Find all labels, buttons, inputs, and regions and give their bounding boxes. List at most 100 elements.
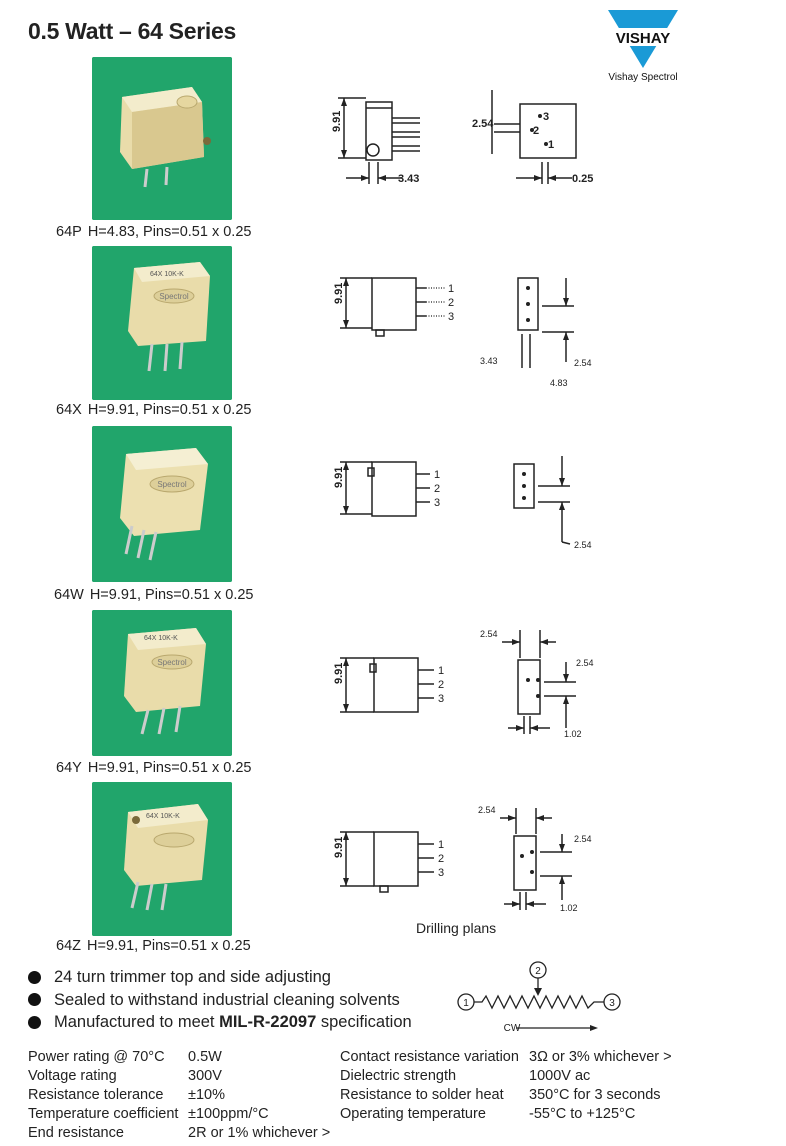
photo-64y: 64X 10K-K Spectrol: [92, 610, 232, 756]
caption-64y: 64Y H=9.91, Pins=0.51 x 0.25: [56, 760, 251, 776]
photo-label-64x: 64X 10K-K: [150, 271, 184, 278]
pin-label-1: 1: [434, 469, 440, 481]
vishay-logo: VISHAY Vishay Spectrol: [602, 8, 684, 84]
spec-value: 3Ω or 3% whichever >: [529, 1049, 672, 1065]
drawing-64y: 9.91 1 2 3 2.54 2.54 1.02: [333, 629, 594, 739]
dim-343: 3.43: [480, 356, 498, 366]
spec-value: ±100ppm/°C: [188, 1106, 269, 1122]
drawing-64z: 9.91 1 2 3 2.54 2.54 1.02: [333, 805, 592, 913]
spec-row: Voltage rating 300V: [28, 1067, 330, 1086]
spec-value: -55°C to +125°C: [529, 1106, 636, 1122]
terminal-1: 1: [463, 998, 469, 1009]
pin-label-1: 1: [438, 665, 444, 677]
bullet-icon: [28, 993, 41, 1007]
pin-label-3: 3: [438, 693, 444, 705]
spec-label: Resistance tolerance: [28, 1087, 164, 1103]
bullet-icon: [28, 1015, 41, 1029]
caption-64w: 64W H=9.91, Pins=0.51 x 0.25: [54, 587, 253, 603]
dim-height: 9.91: [333, 467, 345, 488]
model-spec: H=9.91, Pins=0.51 x 0.25: [87, 760, 252, 776]
feature-item: 24 turn trimmer top and side adjusting: [28, 966, 412, 989]
pin-label-1: 1: [448, 283, 454, 295]
spec-label: Operating temperature: [340, 1106, 486, 1122]
dim-height: 9.91: [333, 837, 345, 858]
photo-brand-64w: Spectrol: [157, 480, 187, 489]
dim-025: 0.25: [572, 173, 593, 185]
bullet-icon: [28, 970, 41, 984]
photo-label-64y: 64X 10K-K: [144, 635, 178, 642]
dim-height: 9.91: [333, 663, 345, 684]
dim-height: 9.91: [331, 111, 343, 132]
pin-label-2: 2: [448, 297, 454, 309]
caption-64p: 64P H=4.83, Pins=0.51 x 0.25: [56, 224, 251, 240]
terminal-3: 3: [609, 998, 615, 1009]
spec-value: 300V: [188, 1068, 222, 1084]
spec-value: 350°C for 3 seconds: [529, 1087, 661, 1103]
feature-item: Manufactured to meet MIL-R-22097 specifi…: [28, 1011, 412, 1034]
model-code: 64Y: [56, 760, 82, 776]
pin-label-3: 3: [448, 311, 454, 323]
dim-254: 2.54: [574, 358, 592, 368]
spec-row: End resistance 2R or 1% whichever >: [28, 1124, 330, 1143]
model-code: 64P: [56, 224, 82, 240]
spec-label: Dielectric strength: [340, 1068, 457, 1084]
dim-254-top: 2.54: [478, 805, 496, 815]
spec-row: Resistance tolerance ±10%: [28, 1086, 330, 1105]
spec-label: Temperature coefficient: [28, 1106, 179, 1122]
pin-label-2: 2: [533, 125, 539, 137]
spec-label: End resistance: [28, 1125, 124, 1141]
feature-text-after: specification: [316, 1013, 412, 1031]
pin-label-3: 3: [438, 867, 444, 879]
page-title: 0.5 Watt – 64 Series: [28, 18, 236, 44]
caption-64x: 64X H=9.91, Pins=0.51 x 0.25: [56, 402, 251, 418]
brand-text: VISHAY: [616, 30, 670, 47]
feature-item: Sealed to withstand industrial cleaning …: [28, 989, 412, 1012]
terminal-2: 2: [535, 966, 541, 977]
model-spec: H=4.83, Pins=0.51 x 0.25: [87, 224, 252, 240]
potentiometer-schematic: 1 2 3 CW: [457, 961, 621, 1034]
spec-value: 2R or 1% whichever >: [188, 1125, 331, 1141]
dim-254-side: 2.54: [576, 658, 594, 668]
spec-label: Voltage rating: [28, 1068, 117, 1084]
photo-64z: 64X 10K-K: [92, 782, 232, 936]
spec-row: Dielectric strength 1000V ac: [340, 1067, 672, 1086]
model-spec: H=9.91, Pins=0.51 x 0.25: [89, 587, 254, 603]
pin-label-2: 2: [434, 483, 440, 495]
drawing-64w: 9.91 1 2 3 2.54: [333, 456, 592, 550]
photo-label-64z: 64X 10K-K: [146, 813, 180, 820]
photo-brand-64y: Spectrol: [157, 658, 187, 667]
spec-row: Operating temperature -55°C to +125°C: [340, 1105, 672, 1124]
spec-value: 1000V ac: [529, 1068, 591, 1084]
feature-text: Manufactured to meet: [54, 1013, 220, 1031]
dim-102: 1.02: [560, 903, 578, 913]
pin-label-1: 1: [548, 139, 554, 151]
pin-label-3: 3: [543, 111, 549, 123]
spec-value: ±10%: [188, 1087, 225, 1103]
brand-subtext: Vishay Spectrol: [608, 72, 677, 83]
spec-row: Power rating @ 70°C 0.5W: [28, 1048, 330, 1067]
drawing-64x: 9.91 1 2 3 3.43 2.54 4.83: [333, 277, 592, 388]
feature-list: 24 turn trimmer top and side adjusting S…: [28, 966, 412, 1034]
model-code: 64W: [54, 587, 84, 603]
photo-64p: [92, 57, 232, 220]
spec-value: 0.5W: [188, 1049, 222, 1065]
dim-254: 2.54: [472, 118, 494, 130]
photo-64x: 64X 10K-K Spectrol: [92, 246, 232, 400]
spec-label: Power rating @ 70°C: [28, 1049, 165, 1065]
pin-label-3: 3: [434, 497, 440, 509]
cw-label: CW: [504, 1023, 521, 1034]
dim-343: 3.43: [398, 173, 419, 185]
dim-254-side: 2.54: [574, 834, 592, 844]
dim-height: 9.91: [333, 283, 345, 304]
dim-102: 1.02: [564, 729, 582, 739]
feature-text: Sealed to withstand industrial cleaning …: [54, 990, 400, 1009]
model-spec: H=9.91, Pins=0.51 x 0.25: [87, 402, 252, 418]
dim-254-top: 2.54: [480, 629, 498, 639]
model-spec: H=9.91, Pins=0.51 x 0.25: [87, 938, 251, 954]
model-code: 64X: [56, 402, 82, 418]
photo-64w: Spectrol: [92, 426, 232, 582]
pin-label-2: 2: [438, 853, 444, 865]
